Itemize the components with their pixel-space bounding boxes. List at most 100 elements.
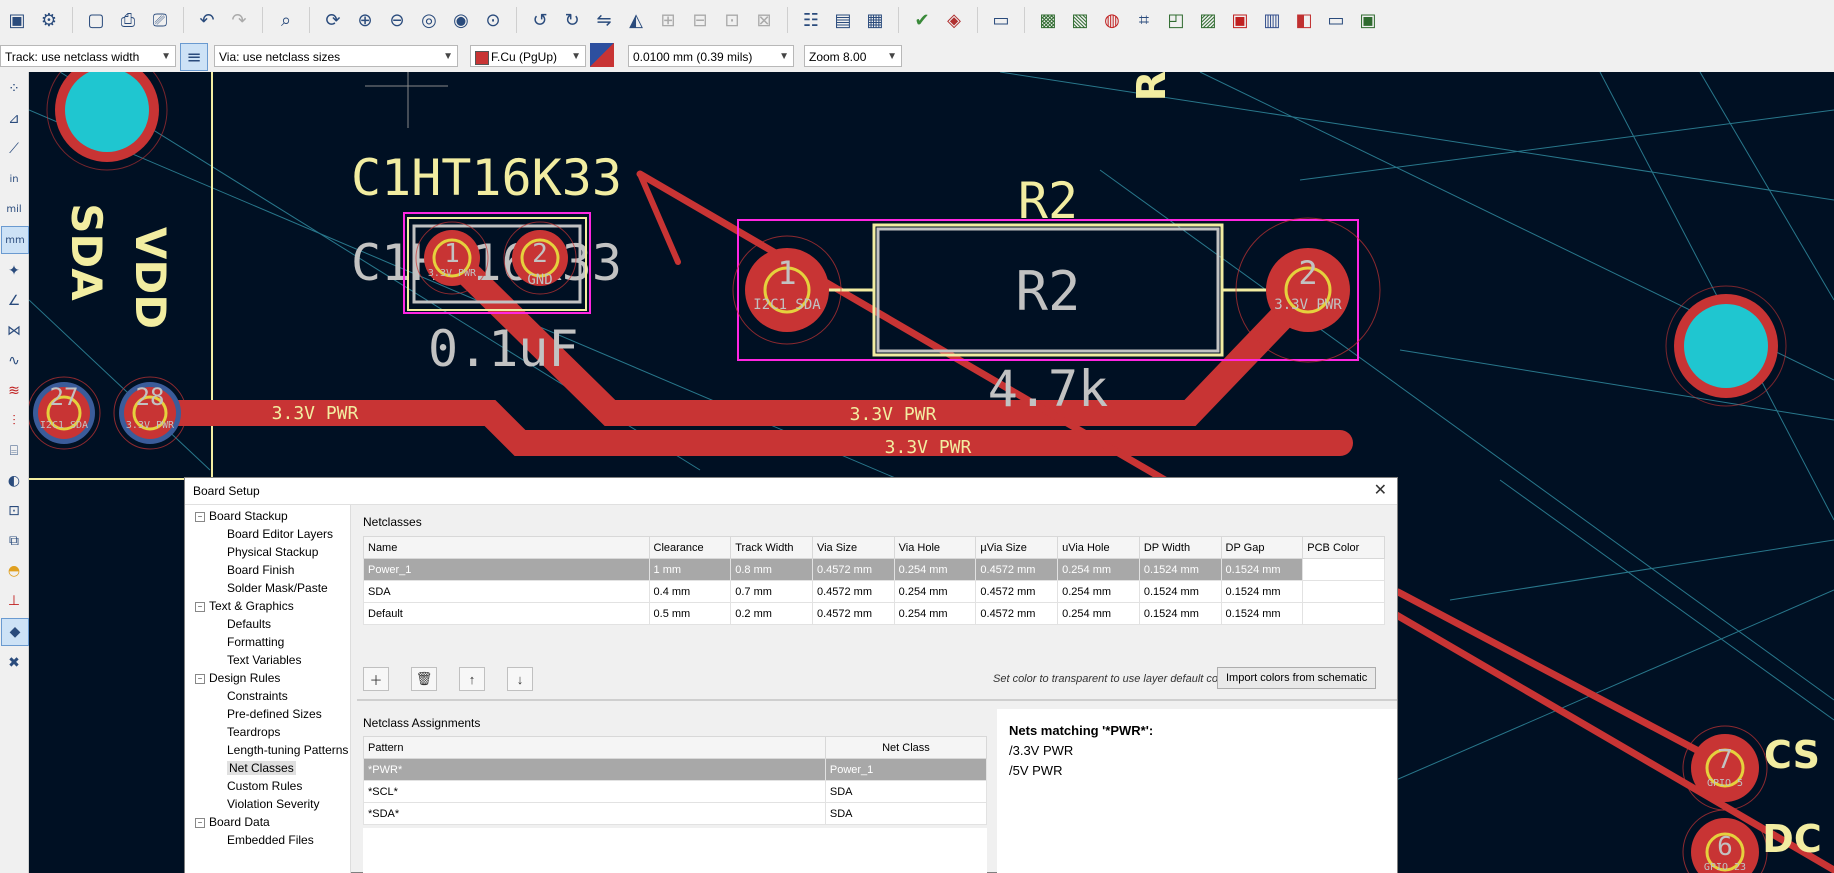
tree-group-design-rules[interactable]: −Design Rules bbox=[195, 671, 280, 685]
auto-track-width-icon[interactable]: ≡ bbox=[180, 43, 208, 71]
mounting-hole[interactable] bbox=[1665, 285, 1787, 407]
group-icon[interactable]: ⊞ bbox=[660, 9, 676, 31]
table-cell[interactable]: 0.254 mm bbox=[893, 580, 977, 603]
tree-item[interactable]: Text Variables bbox=[227, 653, 302, 667]
track-outline-icon[interactable]: ≋ bbox=[8, 383, 20, 399]
table-cell[interactable]: 0.1524 mm bbox=[1138, 580, 1222, 603]
table-row[interactable]: *SCL* SDA bbox=[363, 780, 988, 803]
column-header[interactable]: µVia Size bbox=[975, 536, 1059, 559]
refresh-icon[interactable]: ⟳ bbox=[325, 9, 341, 31]
tree-item[interactable]: Solder Mask/Paste bbox=[227, 581, 328, 595]
table-row[interactable]: *PWR* Power_1 bbox=[363, 758, 988, 781]
measure-icon[interactable]: ⊥ bbox=[7, 593, 21, 609]
tree-item[interactable]: Pre-defined Sizes bbox=[227, 707, 322, 721]
ungroup-icon[interactable]: ⊟ bbox=[692, 9, 708, 31]
unlock-icon[interactable]: ⊠ bbox=[756, 9, 772, 31]
grid-select[interactable]: 0.0100 mm (0.39 mils) ▼ bbox=[628, 45, 794, 67]
table-cell[interactable]: 0.4572 mm bbox=[975, 602, 1059, 625]
table-cell[interactable]: 0.1524 mm bbox=[1220, 580, 1304, 603]
tree-item[interactable]: Formatting bbox=[227, 635, 285, 649]
mounting-hole[interactable] bbox=[46, 72, 168, 171]
grid-dots-icon[interactable]: ⁘ bbox=[8, 81, 20, 97]
table-cell[interactable]: 0.1524 mm bbox=[1138, 558, 1222, 581]
table-row[interactable]: *SDA* SDA bbox=[363, 802, 988, 825]
column-header[interactable]: Clearance bbox=[648, 536, 732, 559]
netlist-icon[interactable]: ☷ bbox=[802, 9, 820, 31]
grid-icon[interactable]: ◧ bbox=[1295, 9, 1313, 31]
table-cell[interactable]: 0.1524 mm bbox=[1220, 602, 1304, 625]
show-ratsnest-icon[interactable]: ⋈ bbox=[7, 323, 21, 339]
pad-27[interactable]: 27 I2C1 SDA bbox=[29, 376, 101, 450]
table-cell[interactable]: Default bbox=[363, 602, 650, 625]
zoom-objects-icon[interactable]: ◉ bbox=[453, 9, 469, 31]
table-cell[interactable]: 0.5 mm bbox=[648, 602, 732, 625]
table-cell[interactable]: 0.4572 mm bbox=[811, 558, 895, 581]
drc-icon[interactable]: ✔ bbox=[914, 9, 930, 31]
layer-select[interactable]: F.Cu (PgUp) ▼ bbox=[470, 45, 586, 67]
zoom-select[interactable]: Zoom 8.00 ▼ bbox=[804, 45, 902, 67]
table-cell[interactable]: SDA bbox=[824, 780, 988, 803]
column-header[interactable]: PCB Color bbox=[1302, 536, 1385, 559]
plugin-icon[interactable]: ▧ bbox=[1071, 9, 1089, 31]
tools-icon[interactable]: ✖ bbox=[8, 655, 20, 671]
table-cell[interactable]: 1 mm bbox=[648, 558, 732, 581]
units-inch-icon[interactable]: in bbox=[9, 173, 19, 185]
tree-item[interactable]: Board Editor Layers bbox=[227, 527, 334, 541]
pcb-color-swatch[interactable] bbox=[1302, 580, 1385, 603]
column-header[interactable]: Name bbox=[363, 536, 650, 559]
tree-item[interactable]: Teardrops bbox=[227, 725, 281, 739]
cursor-icon[interactable]: ✦ bbox=[8, 263, 20, 279]
track-width-select[interactable]: Track: use netclass width ▼ bbox=[0, 45, 176, 67]
table-cell[interactable]: 0.254 mm bbox=[1057, 558, 1140, 581]
table-cell[interactable]: 0.254 mm bbox=[1057, 602, 1140, 625]
zoom-fit-icon[interactable]: ◎ bbox=[421, 9, 437, 31]
table-row[interactable]: Power_1 1 mm 0.8 mm 0.4572 mm 0.254 mm 0… bbox=[363, 558, 1385, 581]
scripting-console-icon[interactable]: ▭ bbox=[992, 9, 1010, 31]
zone-fill-icon[interactable]: ◍ bbox=[1104, 9, 1120, 31]
find-icon[interactable]: ⌕ bbox=[280, 9, 292, 31]
pad-6[interactable]: 6 GPIO 23 bbox=[1682, 809, 1768, 873]
column-header[interactable]: Pattern bbox=[363, 736, 826, 759]
column-header[interactable]: DP Width bbox=[1138, 536, 1222, 559]
image-icon[interactable]: ▥ bbox=[1263, 9, 1281, 31]
table-cell[interactable]: SDA bbox=[824, 802, 988, 825]
units-mm-icon[interactable]: mm bbox=[1, 226, 29, 254]
column-header[interactable]: Via Size bbox=[811, 536, 895, 559]
pad-r2-1[interactable]: 1 I2C1 SDA bbox=[732, 235, 842, 345]
table-cell[interactable]: 0.1524 mm bbox=[1138, 602, 1222, 625]
table-cell[interactable]: Power_1 bbox=[363, 558, 650, 581]
high-contrast-icon[interactable]: ◐ bbox=[7, 473, 21, 489]
pad-r2-2[interactable]: 2 3.3V PWR bbox=[1235, 217, 1381, 363]
collapse-icon[interactable]: − bbox=[195, 673, 205, 684]
layers-manager-icon[interactable]: ◆ bbox=[1, 618, 29, 646]
net-inspector-icon[interactable]: ◈ bbox=[947, 9, 961, 31]
table-cell[interactable]: *PWR* bbox=[363, 758, 826, 781]
column-header[interactable]: Via Hole bbox=[893, 536, 977, 559]
column-header[interactable]: Net Class bbox=[824, 736, 988, 759]
board-setup-icon[interactable]: ⚙ bbox=[40, 9, 58, 31]
table-cell[interactable]: Power_1 bbox=[824, 758, 988, 781]
layer-icon[interactable]: ⌗ bbox=[1138, 9, 1150, 31]
properties-icon[interactable]: ▣ bbox=[1231, 9, 1249, 31]
zoom-selection-icon[interactable]: ⊙ bbox=[485, 9, 501, 31]
tree-item-selected[interactable]: Net Classes bbox=[227, 761, 296, 775]
tree-group-board-stackup[interactable]: −Board Stackup bbox=[195, 509, 288, 523]
table-cell[interactable]: *SCL* bbox=[363, 780, 826, 803]
table-row[interactable]: SDA 0.4 mm 0.7 mm 0.4572 mm 0.254 mm 0.4… bbox=[363, 580, 1385, 603]
3d-viewer-icon[interactable]: ▩ bbox=[1039, 9, 1057, 31]
tree-item[interactable]: Embedded Files bbox=[227, 833, 314, 847]
print-icon[interactable]: ⎙ bbox=[120, 9, 136, 31]
tree-item[interactable]: Constraints bbox=[227, 689, 288, 703]
collapse-icon[interactable]: − bbox=[195, 601, 205, 612]
table-cell[interactable]: 0.8 mm bbox=[730, 558, 813, 581]
appearance-icon[interactable]: ⧉ bbox=[9, 533, 19, 549]
table-cell[interactable]: 0.4572 mm bbox=[975, 558, 1059, 581]
curved-ratsnest-icon[interactable]: ∿ bbox=[8, 353, 20, 369]
pad-7[interactable]: 7 GPIO 5 bbox=[1682, 725, 1768, 811]
ratsnest-icon[interactable]: ⟋ bbox=[9, 141, 19, 157]
move-down-button[interactable]: ↓ bbox=[507, 667, 533, 691]
table-cell[interactable]: 0.254 mm bbox=[893, 602, 977, 625]
undo-icon[interactable]: ↶ bbox=[199, 9, 215, 31]
close-icon[interactable]: ✕ bbox=[1373, 482, 1387, 499]
delete-netclass-button[interactable]: 🗑 bbox=[411, 667, 437, 691]
